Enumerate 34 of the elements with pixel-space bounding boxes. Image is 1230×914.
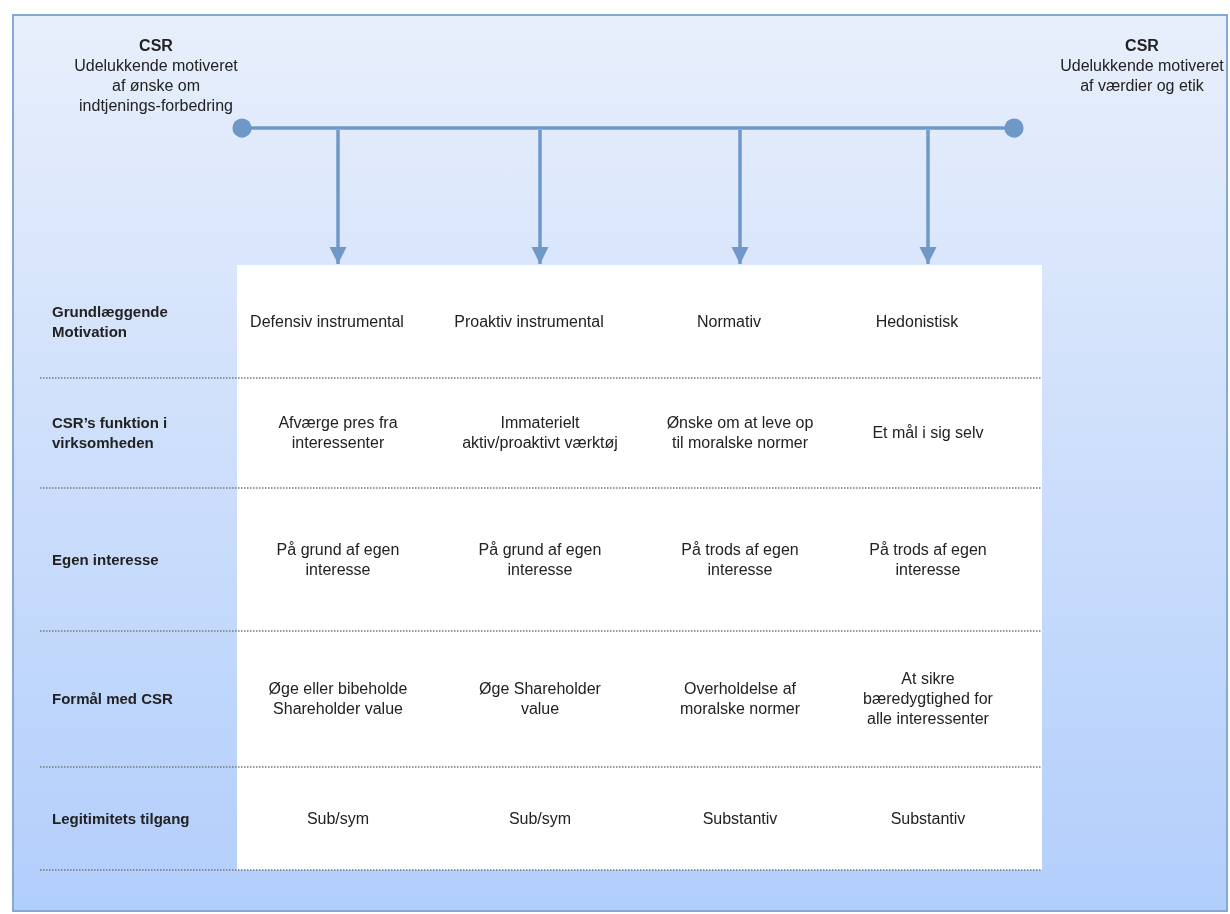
table-cell-text: På trods af egen interesse — [868, 539, 988, 580]
table-cell-text: Et mål i sig selv — [871, 423, 985, 443]
row-header: Egen interesse — [52, 549, 160, 570]
arrow — [731, 130, 749, 264]
table-cell-text: Ønske om at leve op til moralske normer — [665, 413, 815, 453]
table-cell-text: Sub/sym — [507, 808, 573, 829]
arrow — [329, 130, 347, 264]
table-cell-text: På grund af egen interesse — [275, 539, 401, 580]
table-cell-text: På grund af egen interesse — [477, 539, 603, 580]
table-cell-text: Overholdelse af moralske normer — [679, 679, 801, 719]
row-header: Formål med CSR — [52, 689, 174, 709]
table-cell-text: Øge Shareholder value — [478, 679, 602, 719]
row-header: Grundlæggende Motivation — [52, 301, 169, 342]
table-cell-text: Hedonistisk — [875, 311, 959, 332]
table-cell-text: Normativ — [697, 311, 761, 332]
table-cell-text: Immaterielt aktiv/proaktivt værktøj — [461, 413, 619, 453]
table-cell-text: Øge eller bibeholde Shareholder value — [267, 679, 409, 719]
description-text: Udelukkende motiveret af værdier og etik — [1059, 56, 1225, 96]
row-header: CSR’s funktion i virksomheden — [52, 413, 169, 453]
heading-text: CSR — [139, 36, 173, 56]
scale-line — [232, 118, 1024, 138]
table-cell-text: Defensiv instrumental — [250, 311, 404, 332]
arrow — [531, 130, 549, 264]
table-cell-text: Proaktiv instrumental — [454, 311, 604, 332]
table-cell-text: Substantiv — [701, 808, 779, 829]
heading-text: CSR — [1125, 36, 1159, 56]
table-cell-text: Substantiv — [889, 808, 967, 829]
description-text: Udelukkende motiveret af ønske om indtjenings-forbedring — [73, 56, 239, 116]
arrow — [919, 130, 937, 264]
table-cell-text: At sikre bæredygtighed for alle interessenter — [862, 669, 994, 729]
table-cell-text: På trods af egen interesse — [680, 539, 800, 580]
table-cell-text: Afværge pres fra interessenter — [277, 413, 399, 453]
row-header: Legitimitets tilgang — [52, 808, 191, 829]
table-cell-text: Sub/sym — [305, 808, 371, 829]
